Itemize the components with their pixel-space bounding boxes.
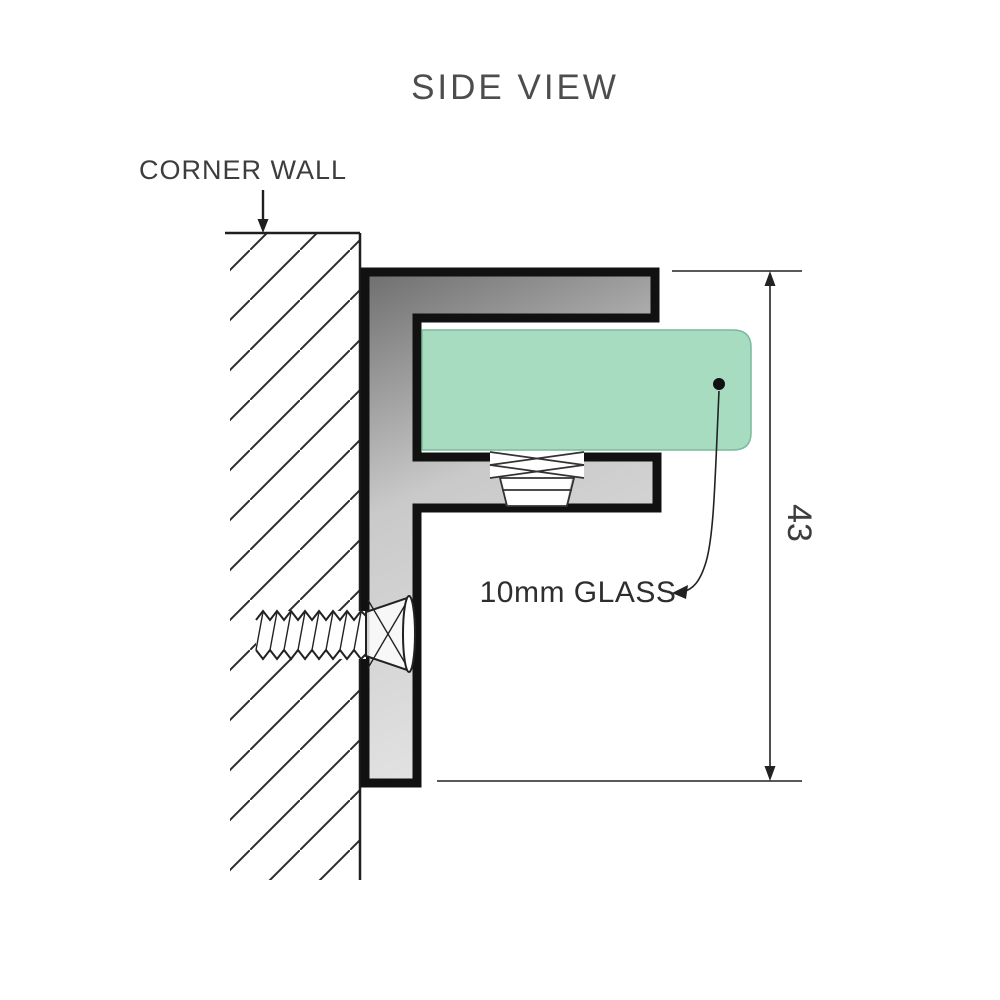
- corner-wall: [225, 231, 362, 880]
- glass-panel: [421, 329, 752, 451]
- corner-wall-arrow: [257, 190, 269, 233]
- glass-label: 10mm GLASS: [480, 576, 677, 609]
- glass-callout: 10mm GLASS: [480, 378, 725, 609]
- leader-arrowhead: [672, 585, 688, 599]
- diagram-title: SIDE VIEW: [411, 68, 619, 107]
- height-dimension: 43: [437, 270, 818, 782]
- leader-line: [682, 390, 720, 593]
- corner-wall-label: CORNER WALL: [139, 155, 347, 185]
- dimension-arrow-down: [764, 766, 776, 781]
- corner-wall-callout: CORNER WALL: [139, 155, 347, 233]
- leader-dot: [713, 378, 725, 390]
- fixing-screw: [255, 595, 416, 673]
- screw-thread: [255, 609, 367, 661]
- glass-gasket: [489, 451, 585, 507]
- bracket-profile: [360, 267, 662, 788]
- screw-head: [365, 595, 416, 673]
- dimension-value-label: 43: [780, 504, 818, 542]
- dimension-arrow-up: [764, 271, 776, 286]
- wall-hatching: [230, 233, 360, 880]
